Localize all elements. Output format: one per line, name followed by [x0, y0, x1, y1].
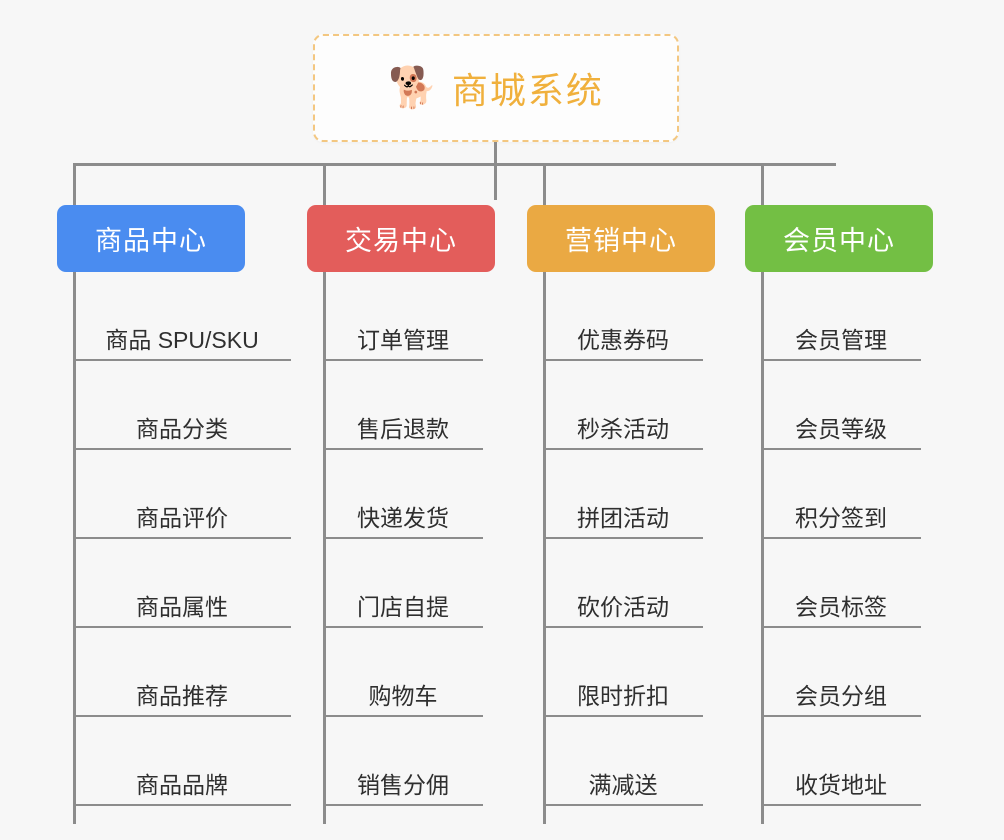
leaf-label: 商品 SPU/SKU: [105, 326, 259, 353]
category-box-marketing-center[interactable]: 营销中心: [527, 205, 715, 272]
branch-spine: [761, 272, 764, 824]
leaf-label: 商品属性: [136, 593, 228, 620]
category-label: 交易中心: [345, 226, 457, 256]
leaf-item-product-category[interactable]: 商品分类: [73, 361, 291, 450]
leaf-label: 商品品牌: [136, 771, 228, 798]
leaf-label: 订单管理: [357, 326, 449, 353]
leaf-item-product-spu-sku[interactable]: 商品 SPU/SKU: [73, 272, 291, 361]
branch-connector-trade-center: [323, 163, 326, 205]
category-box-trade-center[interactable]: 交易中心: [307, 205, 495, 272]
branch-spine: [73, 272, 76, 824]
leaf-item-store-pickup[interactable]: 门店自提: [323, 539, 483, 628]
branch-connector-bus: [73, 163, 836, 166]
leaf-item-member-group[interactable]: 会员分组: [761, 628, 921, 717]
root-node[interactable]: 🐕 商城系统: [313, 34, 679, 142]
leaf-item-member-level[interactable]: 会员等级: [761, 361, 921, 450]
leaf-label: 商品推荐: [136, 682, 228, 709]
leaf-label: 砍价活动: [577, 593, 669, 620]
leaf-item-product-recommend[interactable]: 商品推荐: [73, 628, 291, 717]
leaf-item-group-buy[interactable]: 拼团活动: [543, 450, 703, 539]
leaf-item-product-review[interactable]: 商品评价: [73, 450, 291, 539]
leaf-label: 拼团活动: [577, 504, 669, 531]
leaf-label: 商品分类: [136, 415, 228, 442]
branch-connector-marketing-center: [543, 163, 546, 205]
leaf-label: 门店自提: [357, 593, 449, 620]
leaf-item-product-attribute[interactable]: 商品属性: [73, 539, 291, 628]
branch-connector-member-center: [761, 163, 764, 205]
branch-spine: [323, 272, 326, 824]
leaf-label: 限时折扣: [577, 682, 669, 709]
leaf-item-points-checkin[interactable]: 积分签到: [761, 450, 921, 539]
leaf-label: 销售分佣: [357, 771, 449, 798]
category-box-product-center[interactable]: 商品中心: [57, 205, 245, 272]
leaf-item-after-sales-refund[interactable]: 售后退款: [323, 361, 483, 450]
leaf-item-bargain-activity[interactable]: 砍价活动: [543, 539, 703, 628]
leaf-label: 会员管理: [795, 326, 887, 353]
leaf-item-order-management[interactable]: 订单管理: [323, 272, 483, 361]
leaf-label: 购物车: [368, 682, 438, 709]
root-title: 商城系统: [451, 70, 604, 111]
leaf-label: 秒杀活动: [577, 415, 669, 442]
leaf-item-sales-commission[interactable]: 销售分佣: [323, 717, 483, 806]
shiba-dog-face-icon: 🐕: [388, 66, 438, 110]
leaf-item-member-tag[interactable]: 会员标签: [761, 539, 921, 628]
leaf-item-product-brand[interactable]: 商品品牌: [73, 717, 291, 806]
leaf-item-shipping-address[interactable]: 收货地址: [761, 717, 921, 806]
branch-spine: [543, 272, 546, 824]
leaf-label: 售后退款: [357, 415, 449, 442]
leaf-label: 积分签到: [795, 504, 887, 531]
leaf-label: 收货地址: [795, 771, 887, 798]
leaf-item-flash-sale[interactable]: 秒杀活动: [543, 361, 703, 450]
category-label: 商品中心: [95, 226, 207, 256]
category-label: 会员中心: [783, 226, 895, 256]
leaf-label: 会员分组: [795, 682, 887, 709]
leaf-item-express-delivery[interactable]: 快递发货: [323, 450, 483, 539]
category-label: 营销中心: [565, 226, 677, 256]
leaf-label: 商品评价: [136, 504, 228, 531]
leaf-item-full-reduction-gift[interactable]: 满减送: [543, 717, 703, 806]
leaf-item-member-management[interactable]: 会员管理: [761, 272, 921, 361]
leaf-label: 会员标签: [795, 593, 887, 620]
leaf-label: 快递发货: [357, 504, 449, 531]
leaf-item-limited-time-discount[interactable]: 限时折扣: [543, 628, 703, 717]
leaf-item-shopping-cart[interactable]: 购物车: [323, 628, 483, 717]
branch-connector-product-center: [73, 163, 76, 205]
category-box-member-center[interactable]: 会员中心: [745, 205, 933, 272]
leaf-label: 优惠券码: [577, 326, 669, 353]
leaf-label: 满减送: [588, 771, 658, 798]
leaf-item-coupon-code[interactable]: 优惠券码: [543, 272, 703, 361]
root-connector-vertical: [494, 142, 497, 200]
leaf-label: 会员等级: [795, 415, 887, 442]
